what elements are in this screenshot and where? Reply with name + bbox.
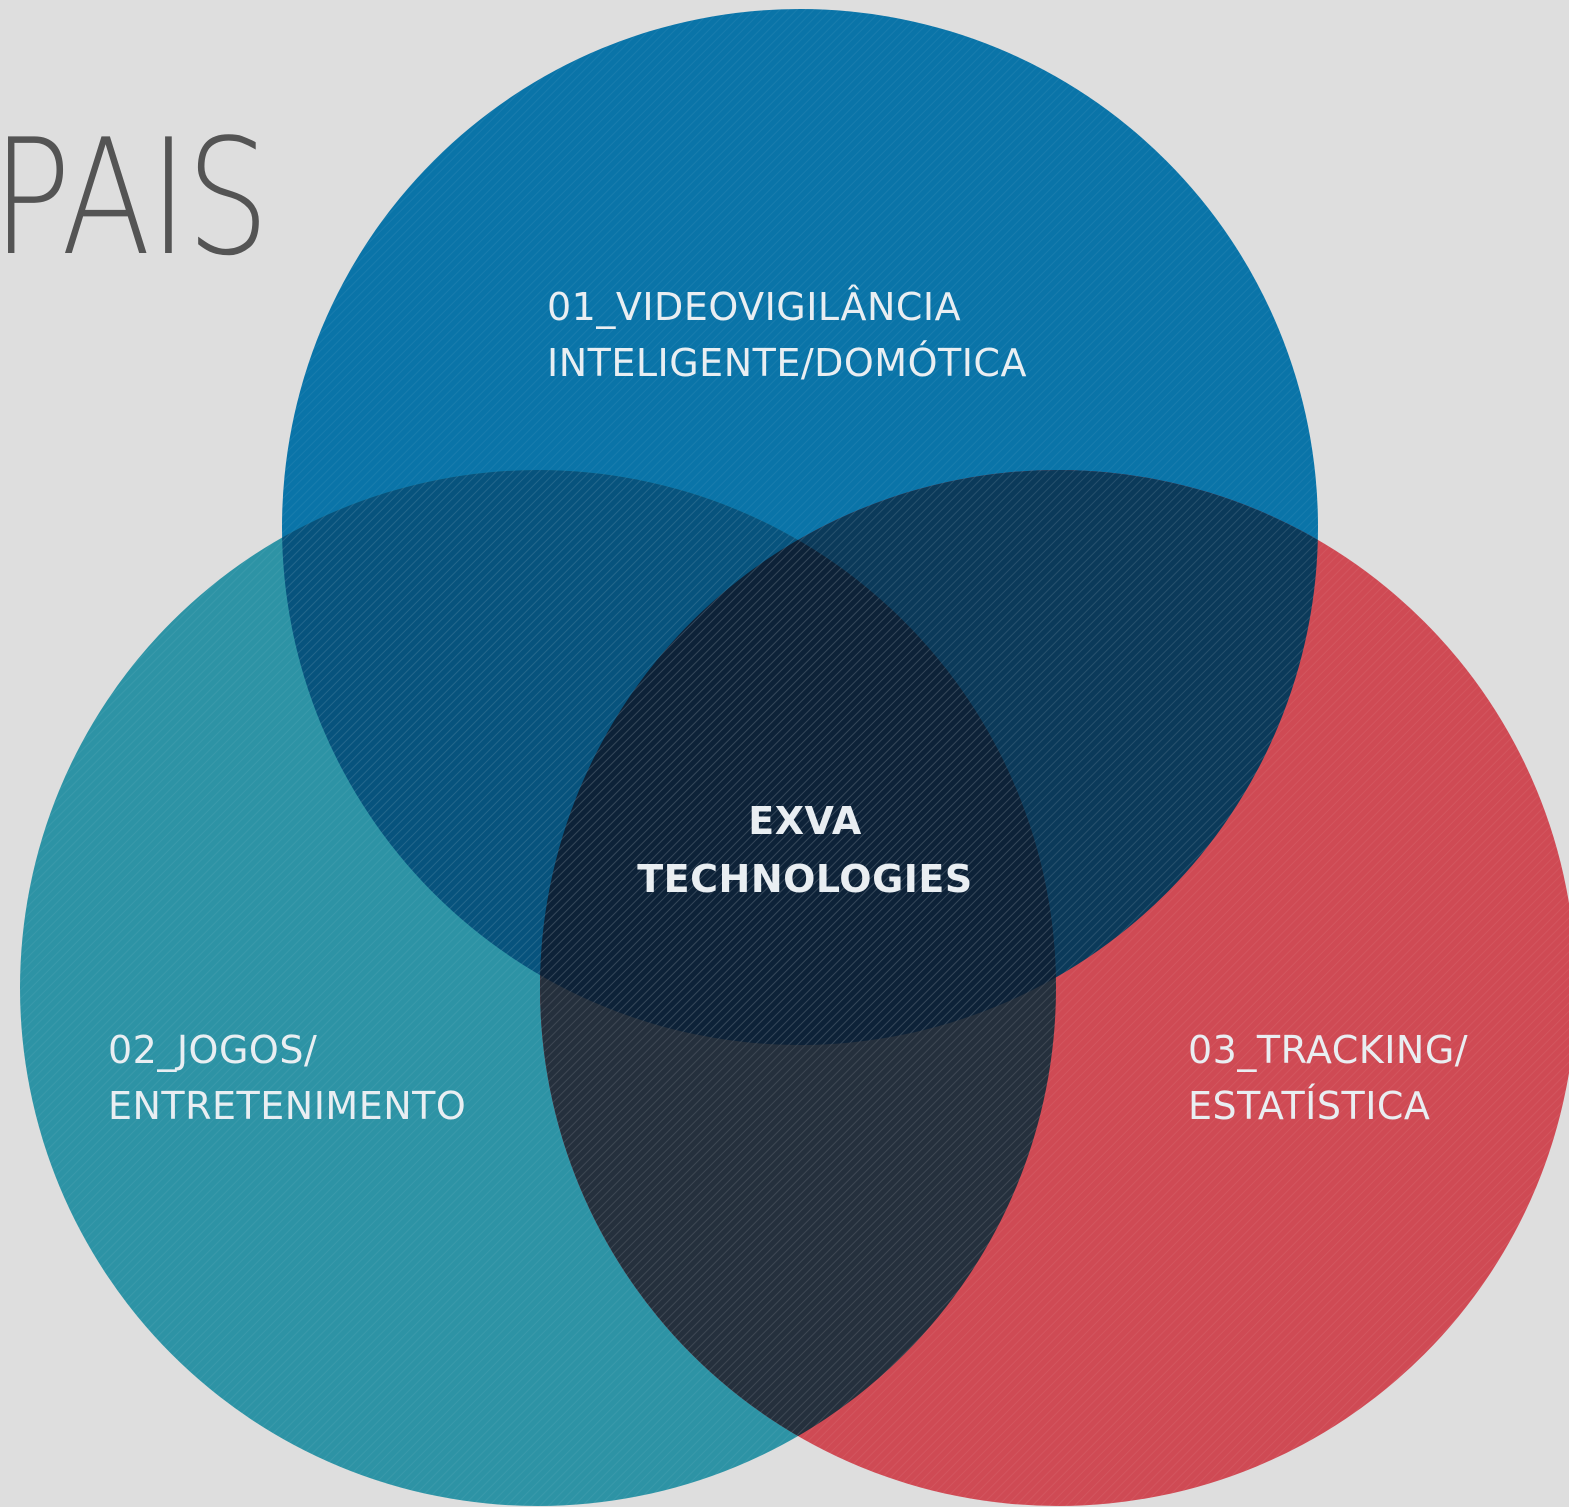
- label-line: INTELIGENTE/DOMÓTICA: [547, 341, 1027, 385]
- label-center: EXVA TECHNOLOGIES: [600, 792, 1010, 908]
- label-line: 01_VIDEOVIGILÂNCIA: [547, 285, 962, 329]
- label-line: 02_JOGOS/: [108, 1028, 318, 1072]
- texture-red: [540, 470, 1569, 1506]
- label-videovigilancia: 01_VIDEOVIGILÂNCIA INTELIGENTE/DOMÓTICA: [547, 279, 1027, 391]
- label-line: TECHNOLOGIES: [637, 857, 973, 901]
- page-heading: PAIS: [0, 104, 270, 291]
- label-jogos: 02_JOGOS/ ENTRETENIMENTO: [108, 1022, 466, 1134]
- label-line: ENTRETENIMENTO: [108, 1084, 467, 1128]
- label-line: ESTATÍSTICA: [1188, 1084, 1431, 1128]
- label-tracking: 03_TRACKING/ ESTATÍSTICA: [1188, 1022, 1468, 1134]
- label-line: 03_TRACKING/: [1188, 1028, 1469, 1072]
- label-line: EXVA: [748, 799, 862, 843]
